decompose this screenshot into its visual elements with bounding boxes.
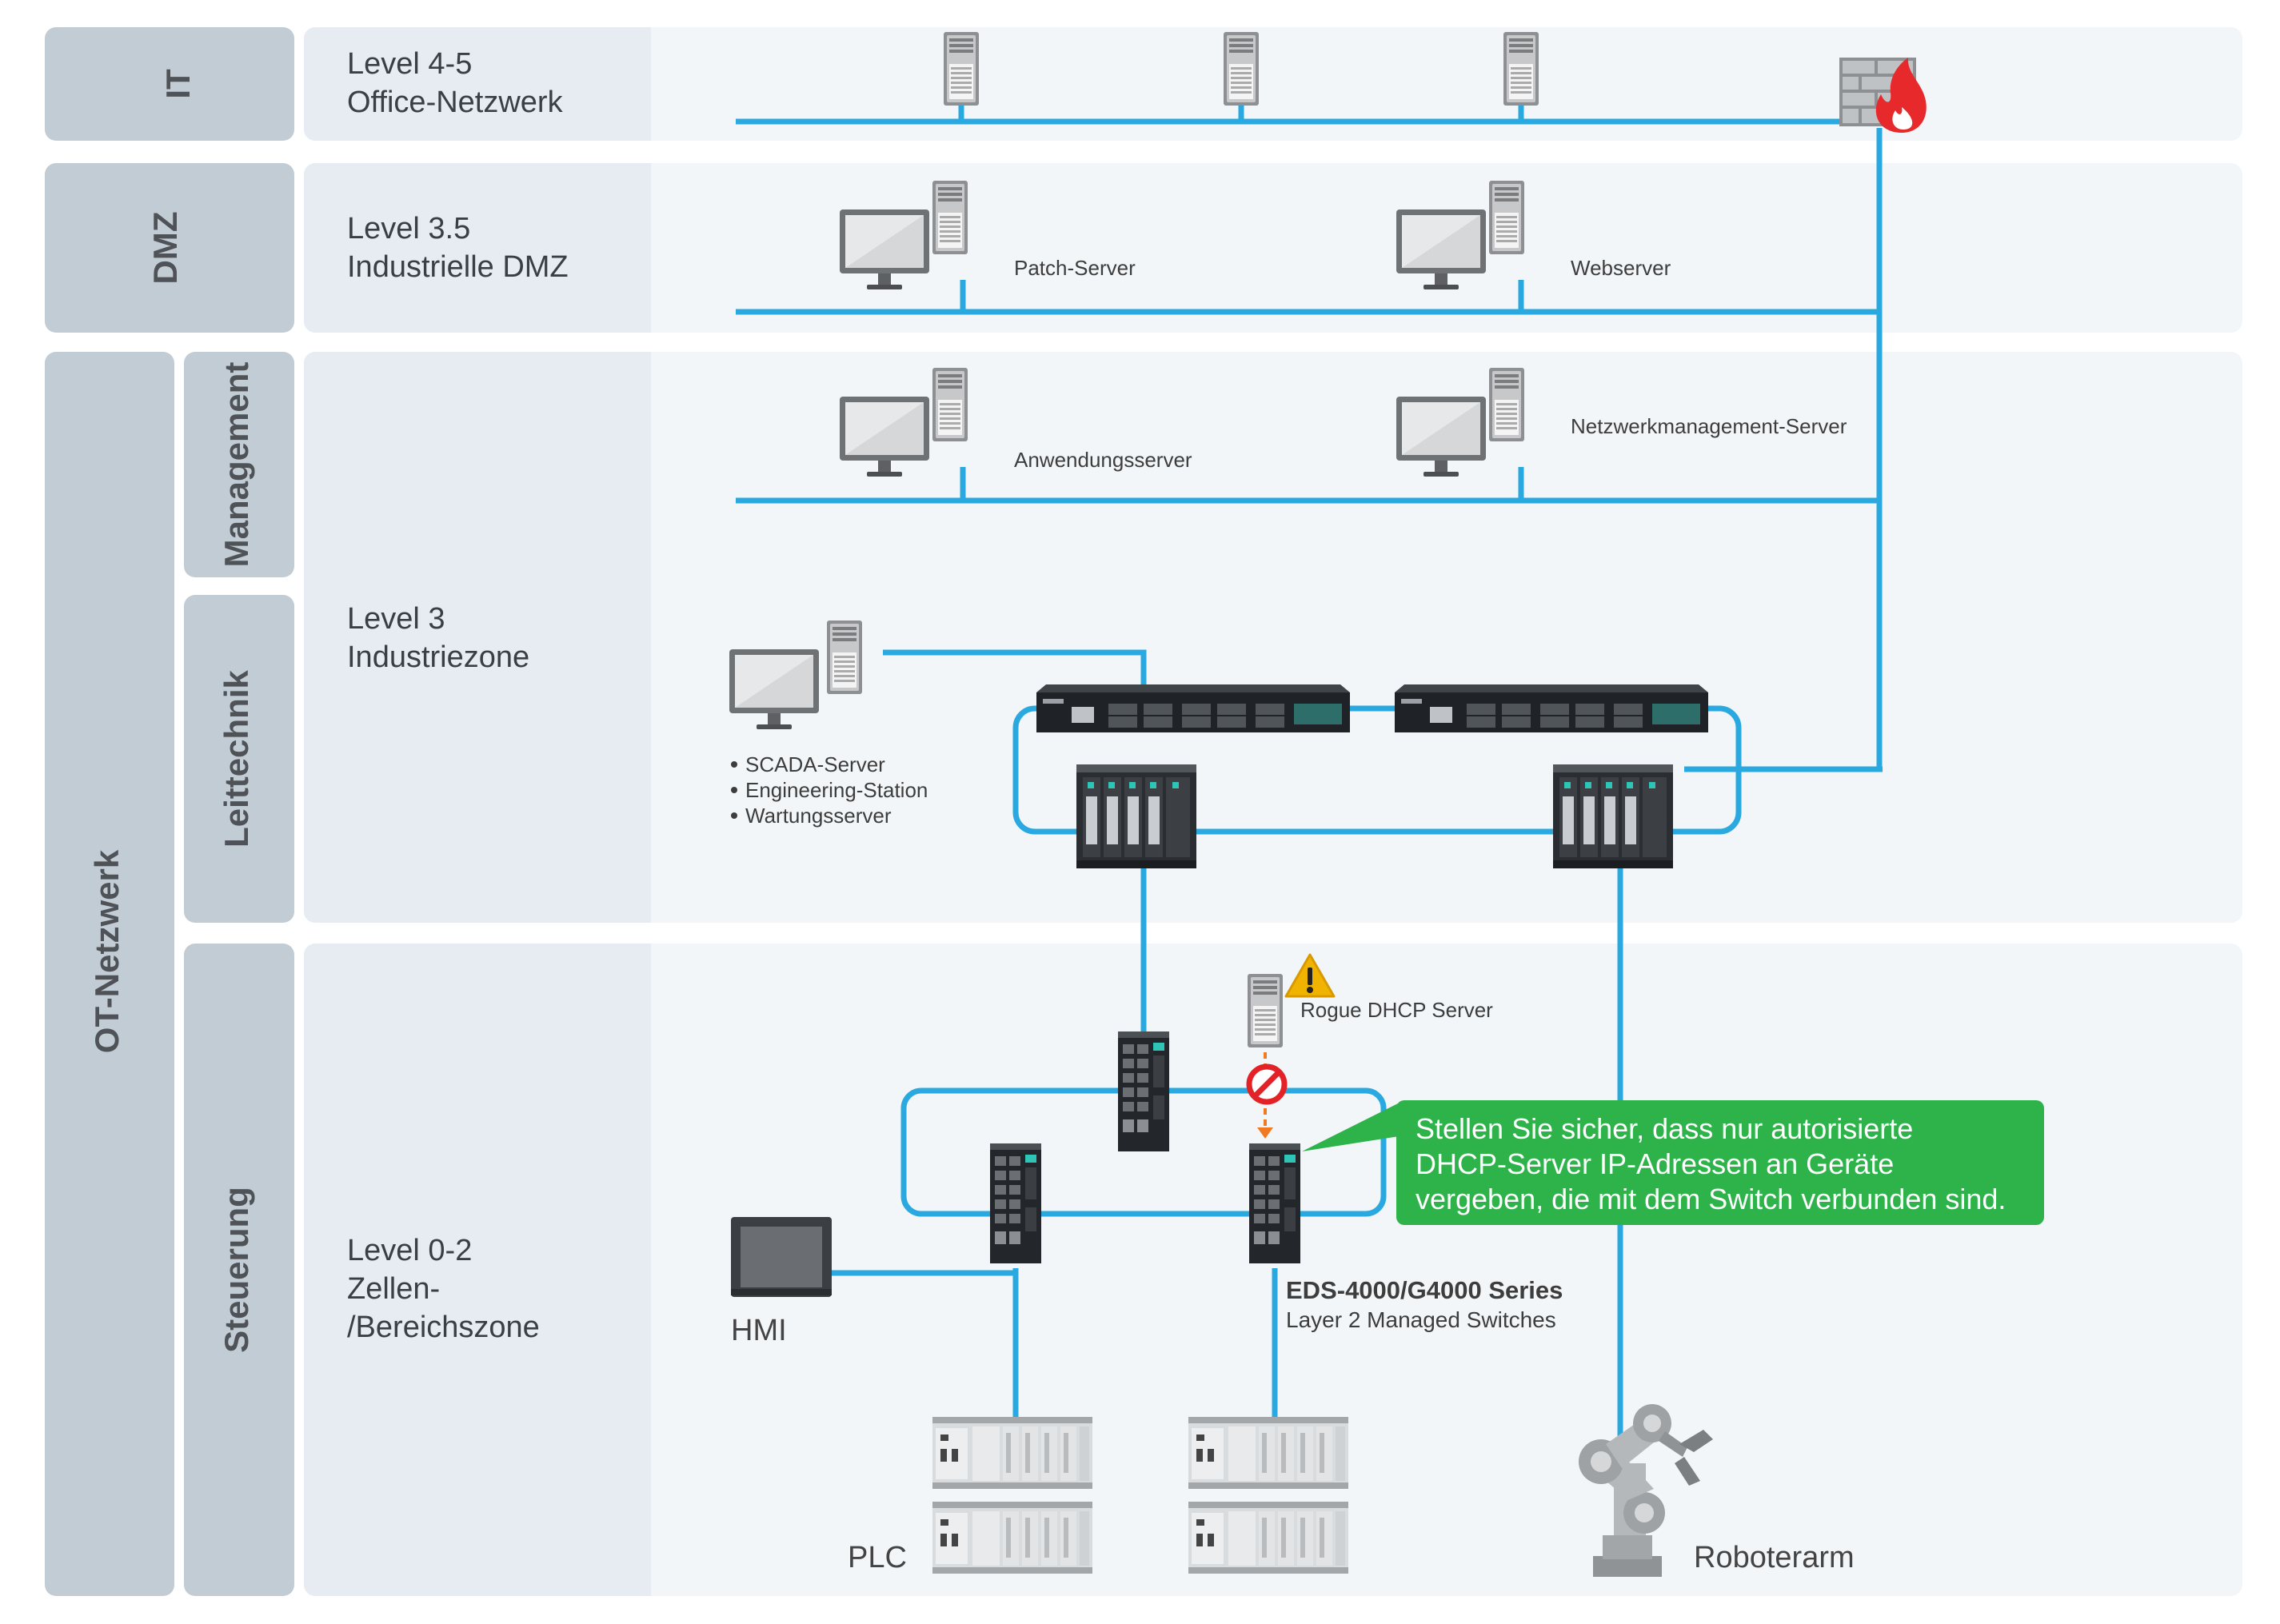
tab-dmz-label: DMZ [146,212,184,285]
tab-ot [45,352,174,1596]
zone-cell-title-bg [304,944,651,1596]
rogue-dhcp-label: Rogue DHCP Server [1300,998,1493,1022]
server-icon [1489,368,1524,441]
flame-icon [1875,58,1927,133]
zone-dmz-title-bg [304,163,651,333]
din-switch-icon [1249,1143,1300,1263]
plc-icon [932,1502,1092,1574]
tab-leittechnik-label: Leittechnik [218,670,255,848]
app-server-label: Anwendungsserver [1014,448,1192,472]
tab-management-label: Management [218,362,255,568]
office-level: Level 4-5 [347,47,472,81]
plc-icon [1188,1502,1348,1574]
cell-name-1: Zellen- [347,1272,440,1306]
server-icon [932,368,968,441]
warning-icon [1284,953,1336,998]
tab-steuerung [184,944,294,1596]
webserver-label: Webserver [1571,256,1671,280]
server-icon [1489,181,1524,254]
tab-ot-label: OT-Netzwerk [88,849,126,1053]
block-icon [1246,1063,1288,1105]
modular-switch-icon [1076,764,1196,868]
dmz-name: Industrielle DMZ [347,250,569,284]
dmz-level: Level 3.5 [347,212,470,245]
callout-line-2: DHCP-Server IP-Adressen an Geräte [1416,1147,1894,1180]
tab-leittechnik [184,595,294,923]
tab-dmz [45,163,294,333]
din-switch-icon [1118,1031,1169,1151]
tab-it-label: IT [159,69,197,99]
management-servers: Anwendungsserver Netzwerkmanagement-Serv… [840,368,1847,477]
hmi-icon [731,1217,832,1297]
scada-item-3: Wartungsserver [745,804,892,828]
modular-switch-icon [1553,764,1673,868]
core-ring [1012,705,1742,835]
server-icon [1248,974,1283,1047]
zone-office [304,27,2242,141]
server-icon [1224,32,1259,106]
zone-industry-title-bg [304,352,651,923]
tab-management [184,352,294,577]
firewall-icon [1839,58,1927,133]
core-switch-icon [1036,684,1350,732]
hmi-label: HMI [731,1314,787,1347]
scada-item-1: SCADA-Server [745,752,885,776]
din-switch-icon [990,1143,1041,1263]
robot-arm-icon [1579,1404,1713,1577]
zone-industry [304,352,2242,923]
scada-item-2: Engineering-Station [745,778,928,802]
server-icon [827,620,862,694]
patch-server-label: Patch-Server [1014,256,1136,280]
office-name: Office-Netzwerk [347,86,564,119]
callout-line-1: Stellen Sie sicher, dass nur autorisiert… [1416,1112,1913,1145]
server-icon [944,32,979,106]
tab-it [45,27,294,141]
robot-label: Roboterarm [1694,1541,1855,1574]
plc-label: PLC [848,1541,907,1574]
level-titles: Level 4-5 Office-Netzwerk Level 3.5 Indu… [347,47,569,1344]
dmz-servers: Patch-Server Webserver [840,181,1671,289]
callout-line-3: vergeben, die mit dem Switch verbunden s… [1416,1183,2006,1215]
industry-name: Industriezone [347,640,529,674]
side-tabs: IT DMZ OT-Netzwerk Management Leittechni… [45,27,294,1596]
network-links [736,104,1883,1457]
industry-level: Level 3 [347,602,445,636]
switch-desc-label: Layer 2 Managed Switches [1286,1307,1556,1332]
server-icon [932,181,968,254]
plc-icon [932,1417,1092,1489]
plc-icon [1188,1417,1348,1489]
scada-group: SCADA-Server Engineering-Station Wartung… [729,620,928,828]
cell-name-2: /Bereichszone [347,1311,540,1344]
netmgmt-server-label: Netzwerkmanagement-Server [1571,414,1847,438]
server-icon [1503,32,1539,106]
dhcp-callout: Stellen Sie sicher, dass nur autorisiert… [1302,1100,2044,1225]
zone-panels [304,27,2242,1596]
zone-office-title-bg [304,27,651,141]
rogue-dhcp: Rogue DHCP Server [1246,953,1493,1139]
core-switch-icon [1395,684,1708,732]
switch-series-label: EDS-4000/G4000 Series [1286,1276,1563,1304]
cell-level: Level 0-2 [347,1234,472,1267]
tab-steuerung-label: Steuerung [218,1187,255,1353]
zone-dmz [304,163,2242,333]
